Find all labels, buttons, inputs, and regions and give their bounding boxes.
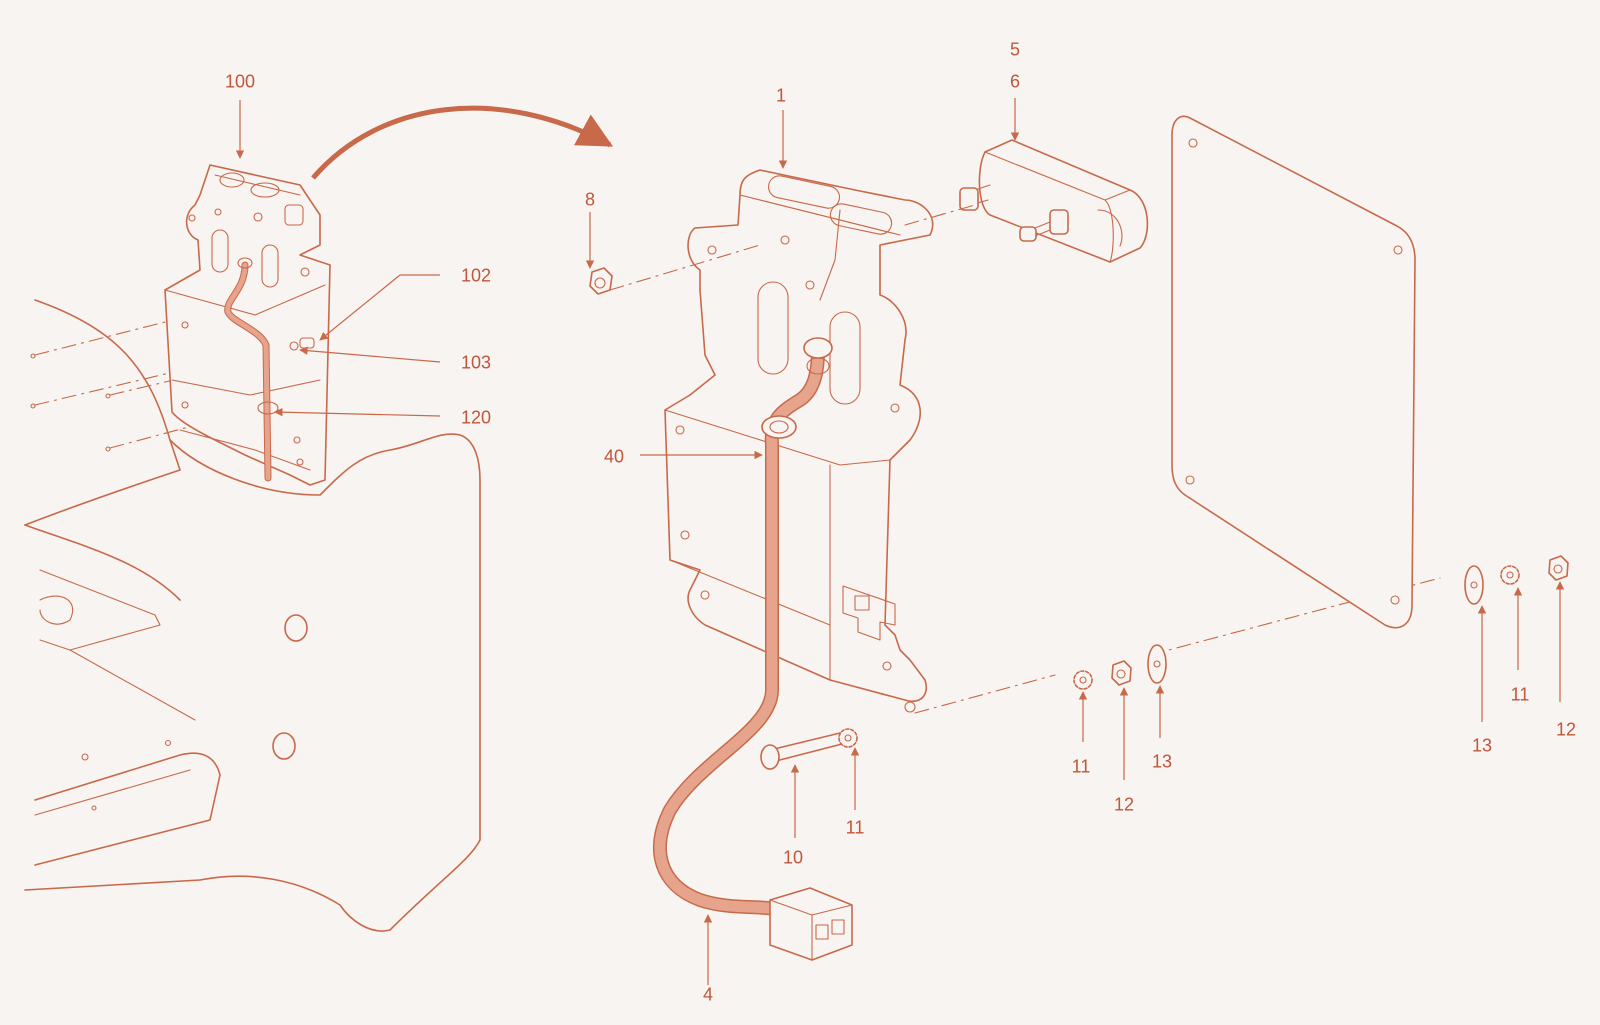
- callout-12-b: 12: [1555, 719, 1577, 740]
- callout-40: 40: [603, 446, 625, 467]
- callout-6: 6: [1009, 71, 1021, 92]
- bolt-10: [760, 732, 843, 770]
- callout-4: 4: [702, 984, 714, 1005]
- light-unit-5-6: [959, 139, 1149, 263]
- callout-1: 1: [775, 85, 787, 106]
- callout-103: 103: [460, 352, 492, 373]
- star-washer-11-c: [1500, 565, 1520, 585]
- license-plate: [1171, 115, 1416, 629]
- washer-13-a: [1147, 644, 1167, 684]
- star-washer-11-b: [1073, 670, 1093, 690]
- callout-100: 100: [224, 71, 256, 92]
- callout-12-a: 12: [1113, 794, 1135, 815]
- star-washer-11-a: [838, 728, 858, 748]
- vehicle-body: [24, 299, 481, 932]
- transfer-arrow: [311, 105, 614, 180]
- nut-12-b: [1548, 555, 1569, 581]
- nut-8: [589, 267, 613, 295]
- hardware: [589, 267, 1569, 770]
- callout-8: 8: [584, 189, 596, 210]
- callout-11-b: 11: [1071, 756, 1091, 777]
- callout-11-c: 11: [1510, 684, 1530, 705]
- callout-13-b: 13: [1471, 735, 1493, 756]
- callout-13-a: 13: [1151, 751, 1173, 772]
- callout-5: 5: [1009, 39, 1021, 60]
- nut-12-a: [1111, 660, 1132, 686]
- washer-13-b: [1464, 565, 1484, 605]
- callout-120: 120: [460, 407, 492, 428]
- callout-102: 102: [460, 265, 492, 286]
- cable-4: [653, 337, 853, 961]
- assembly-100: [164, 164, 331, 486]
- callout-11-a: 11: [845, 817, 865, 838]
- callout-10: 10: [782, 847, 804, 868]
- leader-lines: [235, 98, 1565, 985]
- bracket-1: [664, 169, 934, 713]
